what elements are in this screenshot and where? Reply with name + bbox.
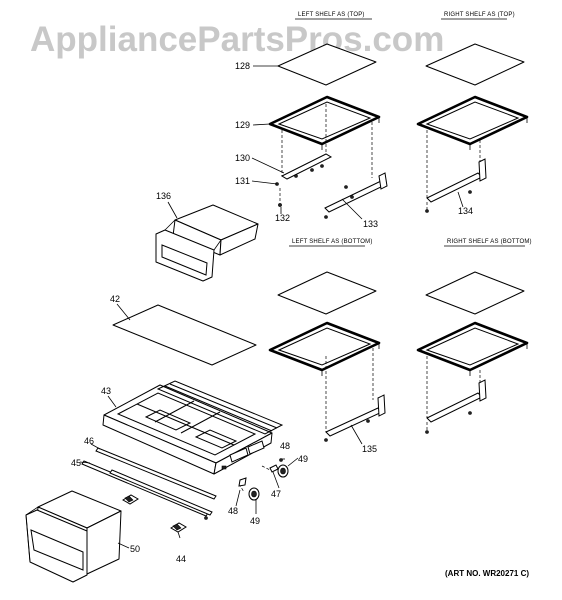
callout-135: 135 <box>362 444 377 454</box>
section-left-shelf-top: LEFT SHELF AS (TOP) <box>298 12 365 18</box>
callout-48-upper: 48 <box>280 441 290 451</box>
crisper-cover-frame-43 <box>102 380 284 475</box>
art-number: (ART NO. WR20271 C) <box>445 569 529 578</box>
section-right-shelf-bottom: RIGHT SHELF AS (BOTTOM) <box>447 239 532 245</box>
roller-49-upper <box>277 464 289 478</box>
callout-43: 43 <box>101 386 111 396</box>
callout-50: 50 <box>130 544 140 554</box>
right-top-frame <box>416 95 529 150</box>
right-top-glass <box>425 43 525 86</box>
callout-133: 133 <box>363 219 378 229</box>
left-top-screw-132 <box>278 188 282 207</box>
drawer-rail-46 <box>95 447 217 500</box>
left-top-rail-133 <box>324 122 388 219</box>
callout-46: 46 <box>84 436 94 446</box>
right-bottom-frame <box>416 321 529 376</box>
roller-assembly-47 <box>261 464 279 473</box>
deli-drawer-136 <box>155 204 259 282</box>
crisper-drawer-50 <box>25 490 122 583</box>
callout-48-lower: 48 <box>228 506 238 516</box>
left-bottom-rail-135 <box>324 348 386 442</box>
right-top-bracket-134 <box>425 130 487 213</box>
callout-131: 131 <box>235 176 250 186</box>
screw-48-lower <box>238 477 247 493</box>
left-top-frame-129 <box>268 95 381 150</box>
callout-45: 45 <box>71 458 81 468</box>
section-right-shelf-top: RIGHT SHELF AS (TOP) <box>444 12 515 18</box>
callout-129: 129 <box>235 120 250 130</box>
callout-130: 130 <box>235 153 250 163</box>
callout-132: 132 <box>275 213 290 223</box>
watermark-text: AppliancePartsPros.com <box>30 20 444 59</box>
crisper-cover-glass-42 <box>112 304 257 366</box>
roller-49-lower <box>248 487 260 501</box>
callout-134: 134 <box>458 206 473 216</box>
callout-47: 47 <box>271 489 281 499</box>
left-bottom-frame <box>268 321 381 376</box>
callout-136: 136 <box>156 191 171 201</box>
callout-128: 128 <box>235 61 250 71</box>
slide-44 <box>122 494 187 539</box>
section-left-shelf-bottom: LEFT SHELF AS (BOTTOM) <box>292 239 373 245</box>
right-bottom-glass <box>425 271 525 315</box>
callout-44: 44 <box>176 554 186 564</box>
screw-48-upper <box>279 458 283 462</box>
left-bottom-glass <box>277 271 377 315</box>
callout-42: 42 <box>110 294 120 304</box>
callout-49-upper: 49 <box>298 454 308 464</box>
right-bottom-bracket <box>425 356 487 434</box>
left-top-bracket-130 <box>280 104 333 180</box>
left-top-glass-128 <box>277 43 377 86</box>
callout-49-lower: 49 <box>250 516 260 526</box>
